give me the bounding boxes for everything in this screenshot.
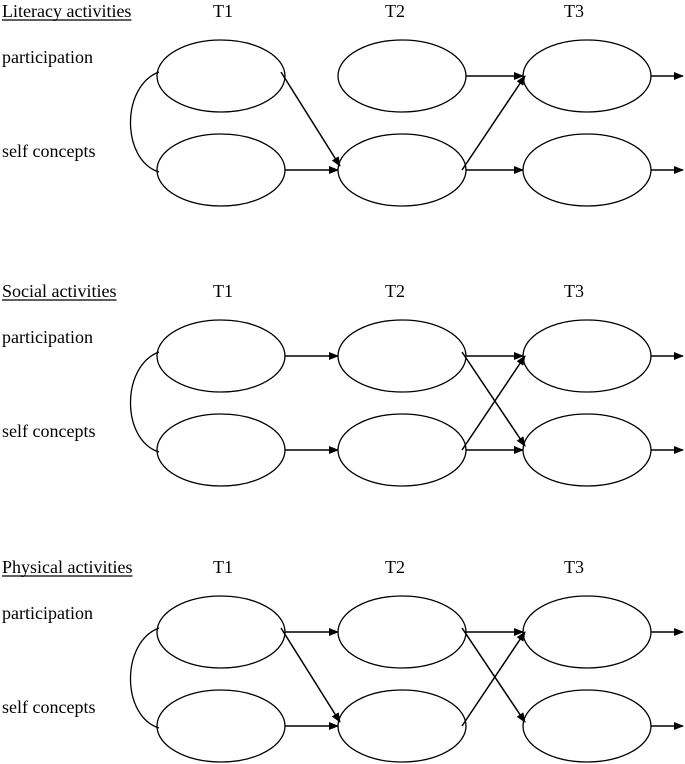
path-arrow-t2-part-to-t3-self	[461, 627, 526, 723]
node-t3-self-concepts	[522, 413, 652, 487]
row-label-self-concepts: self concepts	[2, 697, 95, 717]
node-t2-participation	[337, 39, 467, 113]
time-label-t1: T1	[213, 557, 233, 577]
time-label-t2: T2	[385, 281, 405, 301]
row-label-self-concepts: self concepts	[2, 141, 95, 161]
node-t1-participation	[156, 39, 286, 113]
time-label-t3: T3	[564, 1, 584, 21]
time-label-t2: T2	[385, 1, 405, 21]
node-t3-participation	[522, 319, 652, 393]
node-t1-self-concepts	[156, 689, 286, 763]
node-t3-participation	[522, 595, 652, 669]
row-label-participation: participation	[2, 603, 93, 623]
node-t3-participation	[522, 39, 652, 113]
node-t3-self-concepts	[522, 133, 652, 207]
time-label-t3: T3	[564, 281, 584, 301]
correlation-curve	[130, 627, 160, 729]
time-label-t3: T3	[564, 557, 584, 577]
panel-2: Social activities T1 T2 T3 participation self…	[2, 281, 684, 487]
path-arrow-t2-self-to-t3-part	[461, 631, 526, 727]
panel-3: Physical activities T1 T2 T3 participation se…	[2, 557, 684, 763]
row-label-participation: participation	[2, 327, 93, 347]
node-t3-self-concepts	[522, 689, 652, 763]
row-label-self-concepts: self concepts	[2, 421, 95, 441]
panel-title: Literacy activities	[2, 1, 131, 21]
node-t2-self-concepts	[337, 413, 467, 487]
panel-1: Literacy activities T1 T2 T3 participation se…	[2, 1, 684, 207]
node-t2-participation	[337, 319, 467, 393]
panel-title: Physical activities	[2, 557, 132, 577]
node-t1-self-concepts	[156, 133, 286, 207]
correlation-curve	[130, 351, 160, 453]
path-arrow-t1-part-to-t2-self	[280, 71, 341, 167]
node-t2-self-concepts	[337, 689, 467, 763]
time-label-t1: T1	[213, 1, 233, 21]
correlation-curve	[130, 71, 160, 173]
path-arrow-t2-self-to-t3-part	[461, 355, 526, 451]
node-t1-self-concepts	[156, 413, 286, 487]
time-label-t1: T1	[213, 281, 233, 301]
node-t1-participation	[156, 319, 286, 393]
path-arrow-t1-part-to-t2-self	[280, 627, 341, 723]
node-t1-participation	[156, 595, 286, 669]
path-arrow-t2-self-to-t3-part	[461, 75, 526, 171]
path-arrow-t2-part-to-t3-self	[461, 351, 526, 447]
node-t2-participation	[337, 595, 467, 669]
node-t2-self-concepts	[337, 133, 467, 207]
panel-title: Social activities	[2, 281, 116, 301]
row-label-participation: participation	[2, 47, 93, 67]
time-label-t2: T2	[385, 557, 405, 577]
